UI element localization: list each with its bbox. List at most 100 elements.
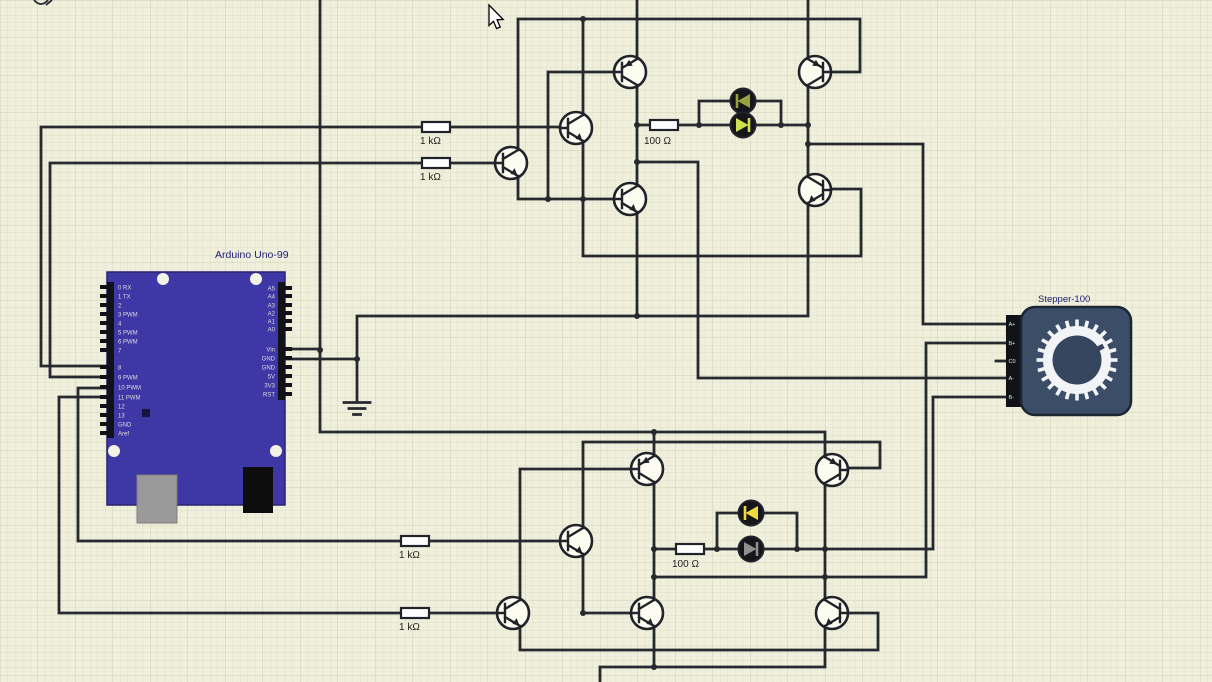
transistor-npn[interactable] [797, 172, 833, 208]
arduino-pin-label: GND [118, 423, 132, 429]
stepper-title: Stepper-100 [1038, 294, 1090, 305]
led-indicator[interactable] [729, 87, 757, 115]
arduino-pin[interactable] [285, 294, 292, 298]
led-indicator[interactable] [729, 111, 757, 139]
stepper-pin-label: C0 [1009, 359, 1016, 365]
stepper-pin-labels: A+ B+ C0 A- B- [1009, 322, 1016, 401]
arduino-pin[interactable] [100, 375, 107, 379]
arduino-pin[interactable] [100, 431, 107, 435]
arduino-pin[interactable] [285, 347, 292, 351]
arduino-pin-label: 13 [118, 414, 125, 420]
arduino-pin-label: 3V3 [264, 384, 275, 390]
arduino-pin[interactable] [100, 285, 107, 289]
arduino-pin-label: 3 PWM [118, 313, 138, 319]
stepper-motor-component[interactable]: Stepper-100 [1006, 294, 1133, 417]
arduino-pin[interactable] [285, 311, 292, 315]
mouse-cursor [488, 3, 505, 30]
arduino-pin[interactable] [100, 321, 107, 325]
arduino-pin[interactable] [100, 348, 107, 352]
arduino-pin[interactable] [285, 286, 292, 290]
resistors-group: 1 kΩ 1 kΩ 100 Ω 1 kΩ 1 kΩ 100 Ω [399, 118, 706, 633]
transistor-pnp[interactable] [797, 54, 833, 90]
arduino-pin[interactable] [285, 374, 292, 378]
resistor-value: 100 Ω [644, 136, 671, 147]
mounting-hole [157, 273, 169, 285]
arduino-pin[interactable] [100, 294, 107, 298]
resistor-value: 100 Ω [672, 559, 699, 570]
stepper-pin-label: A- [1009, 376, 1015, 382]
arduino-pin-label: A2 [268, 312, 276, 318]
transistor-pnp[interactable] [629, 451, 665, 487]
right-pin-header [278, 282, 285, 400]
arduino-pin-label: 5V [268, 375, 275, 381]
arduino-pin[interactable] [100, 365, 107, 369]
resistor[interactable]: 1 kΩ [420, 120, 452, 147]
arduino-pin[interactable] [100, 330, 107, 334]
onboard-chip [142, 409, 150, 417]
transistor-npn[interactable] [495, 595, 531, 631]
resistor-value: 1 kΩ [399, 622, 420, 633]
arduino-pin-label: A3 [268, 304, 276, 310]
arduino-pin-label: 11 PWM [118, 396, 141, 402]
transistor-pnp[interactable] [612, 54, 648, 90]
arduino-pin[interactable] [100, 413, 107, 417]
arduino-pin-label: 4 [118, 322, 122, 328]
arduino-pin[interactable] [100, 339, 107, 343]
arduino-pin-label: A1 [268, 320, 276, 326]
arduino-pin[interactable] [100, 312, 107, 316]
arduino-pin[interactable] [100, 303, 107, 307]
resistor[interactable]: 1 kΩ [399, 534, 431, 561]
arduino-pin-label: 7 [118, 349, 122, 355]
led-indicator[interactable] [737, 499, 765, 527]
arduino-board[interactable] [106, 271, 286, 506]
arduino-pin-stubs [100, 285, 292, 435]
arduino-pin[interactable] [285, 365, 292, 369]
stepper-pin-label: B+ [1009, 341, 1016, 347]
transistor-npn[interactable] [558, 110, 594, 146]
stepper-rotor [1036, 319, 1118, 401]
stepper-pin-block [1006, 315, 1021, 407]
ground-symbol[interactable] [342, 401, 372, 416]
stepper-pin-label: B- [1009, 395, 1015, 401]
resistor[interactable]: 100 Ω [644, 118, 680, 147]
resistor[interactable]: 100 Ω [672, 542, 706, 570]
transistor-npn[interactable] [558, 523, 594, 559]
transistor-npn[interactable] [493, 145, 529, 181]
stepper-pin-label: A+ [1009, 322, 1016, 328]
transistor-npn[interactable] [612, 181, 648, 217]
arduino-pin[interactable] [285, 392, 292, 396]
rotor-position-notch [1093, 343, 1105, 353]
arduino-pin-label: A4 [268, 295, 276, 301]
transistor-npn[interactable] [814, 595, 850, 631]
arduino-pin-label: RST [263, 393, 275, 399]
arduino-pin-label: GND [262, 366, 276, 372]
usb-connector [136, 474, 178, 524]
arduino-pin-label: 10 PWM [118, 386, 141, 392]
resistor-value: 1 kΩ [399, 550, 420, 561]
power-jack [243, 467, 273, 513]
arduino-pin[interactable] [100, 385, 107, 389]
arduino-pin-label: 0 RX [118, 286, 131, 292]
resistor[interactable]: 1 kΩ [399, 606, 431, 633]
resistor[interactable]: 1 kΩ [420, 156, 452, 183]
led-indicator[interactable] [737, 535, 765, 563]
arduino-pin[interactable] [100, 404, 107, 408]
transistor-pnp[interactable] [814, 452, 850, 488]
arduino-pin-label: Aref [118, 432, 129, 438]
transistor-npn[interactable] [629, 595, 665, 631]
mounting-hole [250, 273, 262, 285]
arduino-pin[interactable] [285, 383, 292, 387]
arduino-pin[interactable] [285, 356, 292, 360]
resistor-value: 1 kΩ [420, 136, 441, 147]
arduino-pin-label: 5 PWM [118, 331, 138, 337]
mounting-hole [108, 445, 120, 457]
arduino-pin[interactable] [100, 395, 107, 399]
arduino-pin[interactable] [285, 303, 292, 307]
arduino-pin[interactable] [100, 422, 107, 426]
arduino-pin[interactable] [285, 319, 292, 323]
arduino-pin[interactable] [285, 327, 292, 331]
